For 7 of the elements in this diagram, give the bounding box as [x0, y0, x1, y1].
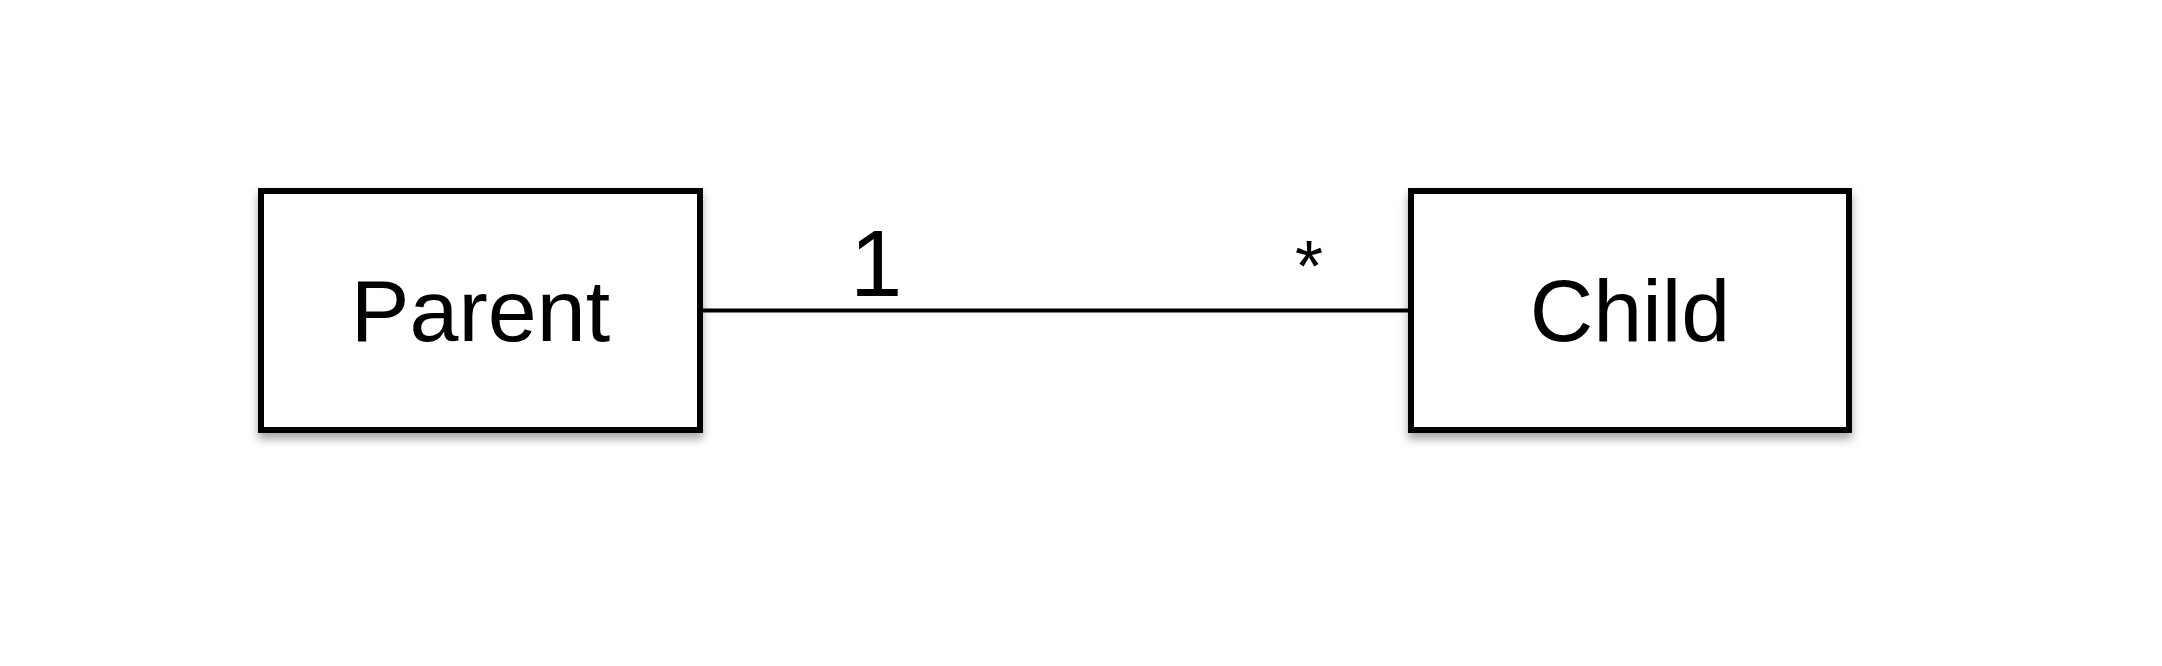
class-name: Child	[1529, 266, 1731, 355]
class-name: Parent	[350, 266, 611, 355]
multiplicity-label: *	[1295, 238, 1324, 296]
class-box	[1408, 188, 1852, 433]
class-box	[258, 188, 703, 433]
association-line	[703, 308, 1408, 313]
multiplicity-label: 1	[850, 226, 903, 302]
